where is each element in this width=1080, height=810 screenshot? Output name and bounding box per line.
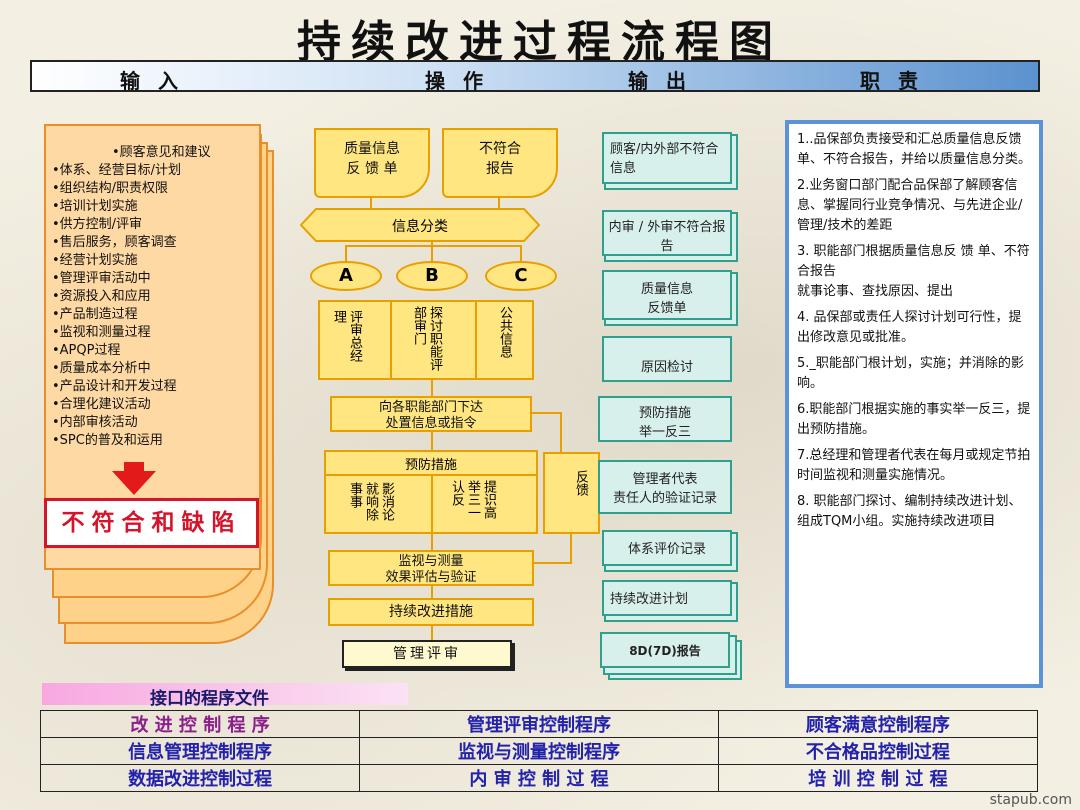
table-cell: 信息管理控制程序 (39, 737, 361, 765)
duty-item: 3. 职能部门根据质量信息反 馈 单、不符合报告 就事论事、查找原因、提出 (797, 244, 1030, 299)
duty-item: 4. 品保部或责任人探讨计划可行性，提出修改意见或批准。 (797, 310, 1022, 345)
input-list-item: •资源投入和应用 (52, 289, 151, 304)
input-list-item: •内部审核活动 (52, 415, 138, 430)
responsibility-panel: 1..品保部负责接受和汇总质量信息反馈单、不符合报告，并给以质量信息分类。 2.业… (785, 120, 1043, 688)
input-list-item: •产品设计和开发过程 (52, 379, 177, 394)
interface-table: 改 进 控 制 程 序 管理评审控制程序 顾客满意控制程序 信息管理控制程序 监… (39, 710, 1039, 792)
header-duty: 职责 (860, 69, 936, 93)
input-box (44, 124, 261, 570)
output-doc: 原因检讨 (602, 336, 732, 382)
oval-b: B (396, 261, 468, 291)
connector (560, 412, 562, 452)
input-list-item: •供方控制/评审 (52, 217, 143, 232)
duty-item: 8. 职能部门探讨、编制持续改进计划、组成TQM小组。实施持续改进项目 (797, 494, 1022, 529)
input-list-item: •产品制造过程 (52, 307, 138, 322)
prevention-title: 预防措施 (404, 458, 457, 473)
header-output: 输出 (628, 69, 704, 93)
input-list-item: •质量成本分析中 (52, 361, 151, 376)
header-bar (30, 60, 1040, 92)
classify-hexagon (300, 208, 540, 242)
output-doc: 体系评价记录 (602, 530, 732, 566)
review-columns (318, 300, 534, 380)
input-list-item: •体系、经营目标/计划 (52, 163, 182, 178)
connector (534, 562, 572, 564)
divider (431, 474, 433, 532)
duty-item: 1..品保部负责接受和汇总质量信息反馈单、不符合报告，并给以质量信息分类。 (797, 132, 1032, 167)
output-doc: 顾客/内外部不符合信息 (602, 132, 732, 184)
input-list-item: •售后服务，顾客调查 (52, 235, 177, 250)
table-cell: 改 进 控 制 程 序 (39, 710, 361, 738)
header-operate: 操作 (425, 69, 501, 93)
quality-info-doc: 质量信息 反 馈 单 (314, 128, 430, 198)
divider (390, 300, 392, 380)
input-list-item: •监视和测量过程 (52, 325, 151, 340)
connector (570, 534, 572, 562)
feedback-box (543, 452, 600, 534)
connector (431, 380, 433, 398)
input-list-item: •合理化建议活动 (52, 397, 151, 412)
page-title: 持续改进过程流程图 (297, 17, 783, 68)
input-list-item: •SPC的普及和运用 (52, 433, 163, 448)
prevention-right: 提识高举三一认反 (449, 480, 496, 519)
col-c-text: 公共信息 (497, 306, 512, 358)
issue-instructions: 向各职能部门下达 处置信息或指令 (330, 396, 532, 432)
feedback-text: 反馈 (573, 470, 588, 496)
connector (345, 245, 347, 261)
table-cell: 顾客满意控制程序 (717, 710, 1039, 738)
connector (498, 198, 500, 210)
oval-a: A (310, 261, 382, 291)
classify-label: 信息分类 (392, 219, 448, 235)
table-row: 数据改进控制过程 内 审 控 制 过 程 培 训 控 制 过 程 (39, 764, 1039, 792)
duty-item: 5._职能部门根计划，实施；并消除的影响。 (797, 356, 1024, 391)
connector (345, 245, 521, 247)
output-doc: 管理者代表 责任人的验证记录 (598, 460, 732, 514)
interface-banner (42, 683, 408, 705)
duty-item: 2.业务窗口部门配合品保部了解顾客信息、掌握同行业竞争情况、与先进企业/管理/技… (797, 178, 1023, 233)
monitor-measure: 监视与测量 效果评估与验证 (328, 550, 534, 586)
watermark: stapub.com (989, 792, 1072, 808)
input-list-item: •组织结构/职责权限 (52, 181, 169, 196)
connector (431, 432, 433, 450)
connector (532, 412, 562, 414)
oval-c: C (485, 261, 557, 291)
divider (475, 300, 477, 380)
col-a-text: 评审总经理 (331, 310, 362, 362)
prevention-left: 影消论就响除事事 (347, 482, 394, 521)
col-b-text: 探讨职能评部审门 (411, 306, 442, 371)
connector (370, 198, 372, 210)
table-cell: 管理评审控制程序 (359, 710, 719, 738)
input-list-item: •APQP过程 (52, 343, 121, 358)
table-cell: 内 审 控 制 过 程 (359, 764, 719, 792)
arrow-down-icon (112, 471, 156, 495)
header-input: 输入 (120, 69, 196, 93)
output-doc: 持续改进计划 (602, 580, 732, 616)
continuous-improvement: 持续改进措施 (328, 598, 534, 626)
connector (431, 626, 433, 640)
table-cell: 培 训 控 制 过 程 (717, 764, 1039, 792)
output-doc: 8D(7D)报告 (600, 632, 730, 668)
input-list-item: •培训计划实施 (52, 199, 138, 214)
table-row: 信息管理控制程序 监视与测量控制程序 不合格品控制过程 (39, 737, 1039, 765)
input-list-item: •管理评审活动中 (52, 271, 151, 286)
connector (431, 534, 433, 550)
table-cell: 数据改进控制过程 (39, 764, 361, 792)
output-doc: 预防措施 举一反三 (598, 396, 732, 442)
connector (431, 586, 433, 598)
table-cell: 监视与测量控制程序 (359, 737, 719, 765)
input-list: •顾客意见和建议 •体系、经营目标/计划 •组织结构/职责权限 •培训计划实施 •供方控… (52, 144, 262, 450)
output-doc: 质量信息 反馈单 (602, 270, 732, 320)
table-row: 改 进 控 制 程 序 管理评审控制程序 顾客满意控制程序 (39, 710, 1039, 738)
connector (431, 242, 433, 261)
duty-item: 7.总经理和管理者代表在每月或规定节拍时间监视和测量实施情况。 (797, 448, 1031, 483)
connector (520, 245, 522, 261)
input-list-item: •顾客意见和建议 (112, 145, 211, 160)
duty-item: 6.职能部门根据实施的事实举一反三，提出预防措施。 (797, 402, 1031, 437)
output-doc: 内审 / 外审不符合报告 (602, 210, 732, 256)
nonconformity-doc: 不符合 报告 (442, 128, 558, 198)
input-list-item: •经营计划实施 (52, 253, 138, 268)
interface-title: 接口的程序文件 (150, 689, 269, 709)
table-cell: 不合格品控制过程 (717, 737, 1039, 765)
management-review: 管理评审 (342, 640, 512, 668)
defect-box: 不符合和缺陷 (44, 498, 259, 548)
